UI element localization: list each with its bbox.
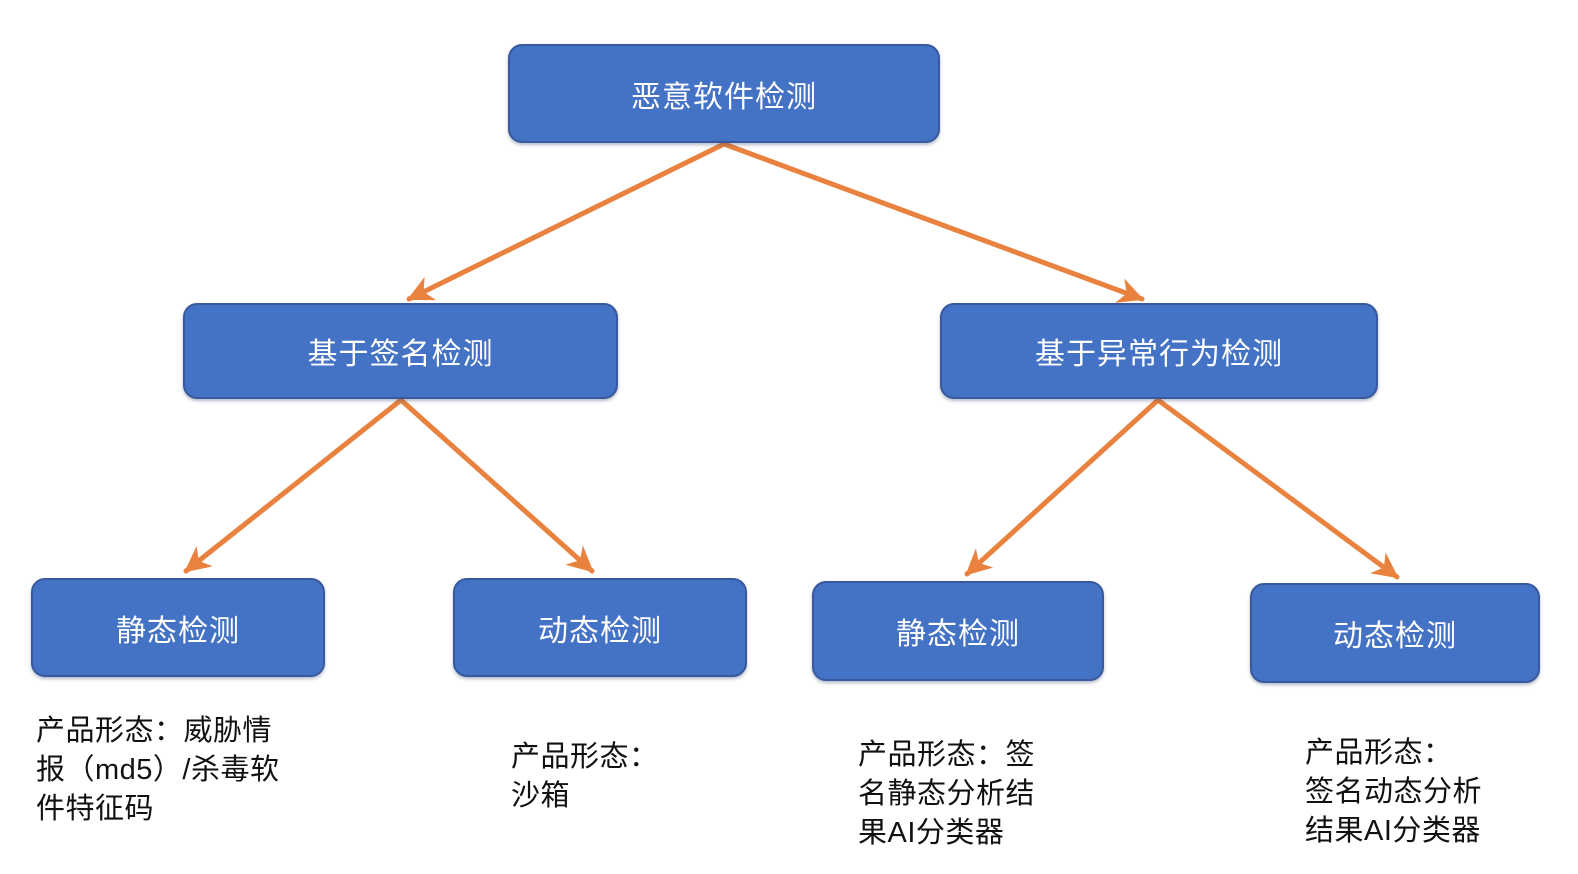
arrow-root-to-anomaly xyxy=(721,141,1145,303)
note-threat-intel-signature: 产品形态：威胁情 报（md5）/杀毒软 件特征码 xyxy=(36,715,280,825)
node-signature-based-detection: 基于签名检测 xyxy=(183,303,618,399)
note-static-ai-classifier: 产品形态：签 名静态分析结 果AI分类器 xyxy=(858,739,1036,849)
node-signature-dynamic-detection: 动态检测 xyxy=(453,578,747,677)
arrow-signature-to-dynamic xyxy=(398,397,595,574)
arrow-anomaly-to-static xyxy=(964,397,1161,577)
note-sandbox: 产品形态： 沙箱 xyxy=(511,741,659,812)
node-anomaly-behavior-detection: 基于异常行为检测 xyxy=(940,303,1378,399)
node-anomaly-static-detection: 静态检测 xyxy=(812,581,1104,681)
arrow-root-to-signature xyxy=(406,141,727,302)
note-dynamic-ai-classifier: 产品形态： 签名动态分析 结果AI分类器 xyxy=(1305,737,1483,847)
node-malware-detection: 恶意软件检测 xyxy=(508,44,940,143)
arrow-signature-to-static xyxy=(183,397,404,574)
arrow-anomaly-to-dynamic xyxy=(1155,397,1400,580)
node-anomaly-dynamic-detection: 动态检测 xyxy=(1250,583,1540,683)
node-signature-static-detection: 静态检测 xyxy=(31,578,325,677)
